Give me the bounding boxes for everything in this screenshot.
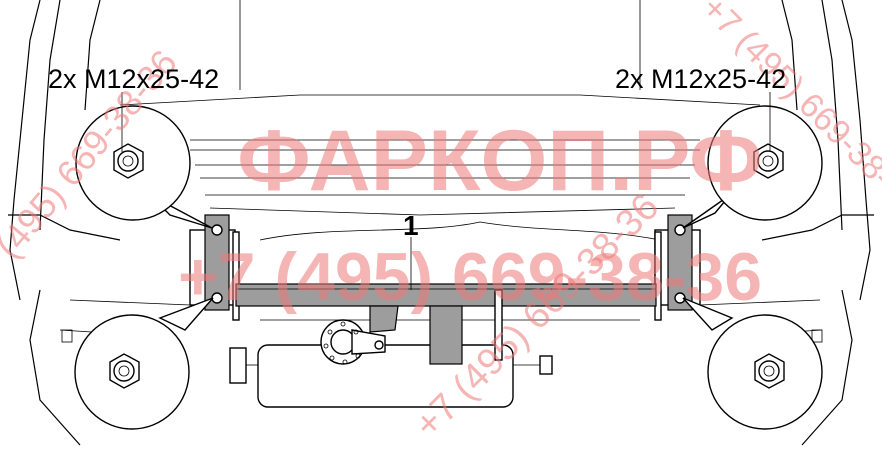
bolt-callout-right: 2x M12x25-42	[615, 64, 786, 94]
part-number-label: 1	[403, 210, 419, 241]
watermark-phone: +7 (495) 669-38-36	[178, 239, 762, 315]
detail-bubble-bottom-right	[682, 297, 823, 430]
flange-nut-icon	[753, 143, 784, 179]
callout-leaders	[121, 92, 771, 290]
tow-ball-flange	[320, 319, 386, 365]
vehicle-body-outline	[8, 0, 874, 321]
bracket-bolts	[211, 224, 686, 304]
center-drop-bracket	[429, 305, 463, 365]
towbar-crossbar	[189, 214, 701, 365]
flange-nut-icon	[109, 353, 140, 389]
detail-bubble-top-left	[75, 105, 213, 229]
detail-bubble-bottom-left	[74, 297, 214, 430]
bolt-callout-left: 2x M12x25-42	[48, 64, 219, 94]
flange-nut-icon	[113, 143, 144, 179]
flange-nut-icon	[754, 353, 785, 389]
watermark-brand: ФАРКОП.РФ	[237, 113, 762, 209]
detail-bubble-top-right	[682, 105, 823, 229]
